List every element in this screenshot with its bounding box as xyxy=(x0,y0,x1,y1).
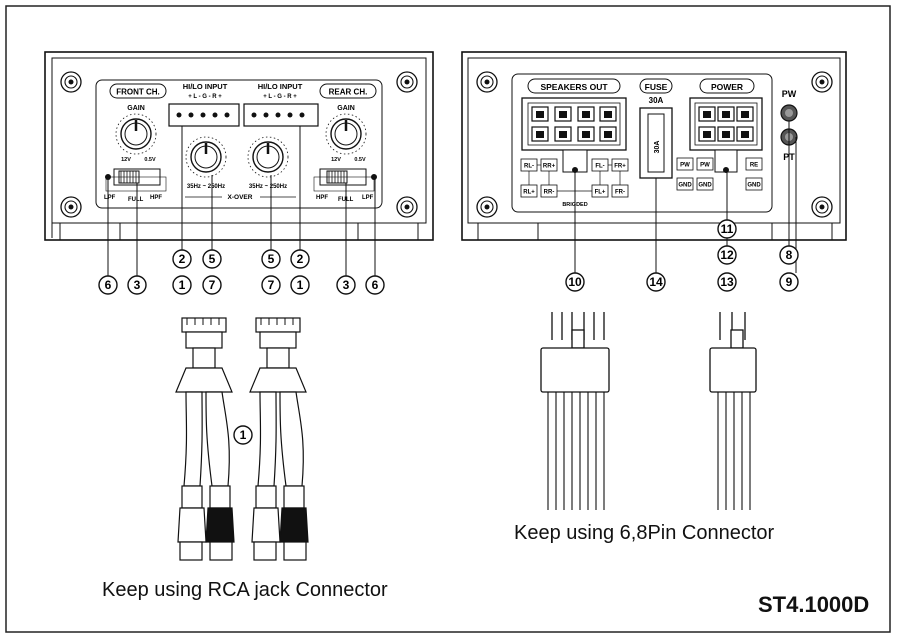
freq-range-rear-label: 35Hz ~ 250Hz xyxy=(249,184,287,190)
pwr-pw2: PW xyxy=(700,163,710,169)
fuse-label: FUSE xyxy=(645,82,668,92)
eight-pin-connector xyxy=(540,312,610,510)
callout-13: 13 xyxy=(720,275,734,289)
hilo-input-left-label: HI/LO INPUT xyxy=(183,82,228,91)
screw-icon xyxy=(396,71,418,93)
page-frame xyxy=(5,5,891,633)
rca-cable-left xyxy=(175,317,235,561)
rear-hpf-label: HPF xyxy=(316,195,328,201)
callout-12: 12 xyxy=(720,248,734,262)
model-caption: ST4.1000D xyxy=(758,592,870,617)
callout-7: 7 xyxy=(268,278,275,292)
xover-front-knob-icon[interactable] xyxy=(184,135,228,179)
hilo-input-right-connector[interactable] xyxy=(243,103,319,127)
spk-fl-minus: FL- xyxy=(595,164,604,170)
hilo-input-right-label: HI/LO INPUT xyxy=(258,82,303,91)
rear-panel: SPEAKERS OUT RL- RR+ RL+ RR- FL- FR+ FL+… xyxy=(461,51,847,241)
pwr-gnd2: GND xyxy=(698,183,712,189)
front-ch-label: FRONT CH. xyxy=(116,88,160,97)
callout-2: 2 xyxy=(179,252,186,266)
gain-knob-icon[interactable] xyxy=(114,112,158,156)
speakers-out-label: SPEAKERS OUT xyxy=(540,82,608,92)
pwr-re: RE xyxy=(750,163,758,169)
screw-icon xyxy=(396,196,418,218)
front-leader-lines xyxy=(107,126,376,276)
spk-rr-plus: RR+ xyxy=(543,164,556,170)
screw-icon xyxy=(811,196,833,218)
gain-min-label: 12V xyxy=(121,157,131,163)
callout-7: 7 xyxy=(209,278,216,292)
pwr-gnd1: GND xyxy=(678,183,692,189)
callout-5: 5 xyxy=(268,252,275,266)
callout-5: 5 xyxy=(209,252,216,266)
callout-11: 11 xyxy=(721,222,734,236)
xover-label: X-OVER xyxy=(228,194,253,201)
callout-14: 14 xyxy=(649,275,663,289)
callout-1: 1 xyxy=(179,278,186,292)
pwr-pw1: PW xyxy=(680,163,690,169)
spk-rr-minus: RR- xyxy=(544,190,555,196)
pin-caption: Keep using 6,8Pin Connector xyxy=(514,522,775,544)
hilo-pins-left-label: + L - G - R + xyxy=(188,94,222,100)
callout-10: 10 xyxy=(568,275,582,289)
gain-label: GAIN xyxy=(127,105,145,112)
screw-icon xyxy=(476,71,498,93)
speakers-out-connector[interactable] xyxy=(521,97,627,151)
front-hpf-label: HPF xyxy=(150,195,162,201)
callout-1: 1 xyxy=(297,278,304,292)
rca-caption: Keep using RCA jack Connector xyxy=(102,579,388,601)
rca-cable-right xyxy=(249,317,309,561)
freq-range-front-label: 35Hz ~ 250Hz xyxy=(187,184,225,190)
rear-gain-max-label: 0.5V xyxy=(354,157,366,163)
rear-gain-min-label: 12V xyxy=(331,157,341,163)
hilo-pins-right-label: + L - G - R + xyxy=(263,94,297,100)
callout-8: 8 xyxy=(786,248,793,262)
gain-max-label: 0.5V xyxy=(144,157,156,163)
power-connector[interactable] xyxy=(689,97,763,151)
callout-2: 2 xyxy=(297,252,304,266)
spk-rl-minus: RL- xyxy=(524,164,534,170)
callout-3: 3 xyxy=(343,278,350,292)
front-full-label: FULL xyxy=(128,197,144,203)
callout-6: 6 xyxy=(372,278,379,292)
fuse-body-label: 30A xyxy=(654,141,661,154)
rear-lpf-label: LPF xyxy=(362,195,374,201)
rear-gain-knob-icon[interactable] xyxy=(324,112,368,156)
front-callouts: 6 3 2 1 5 7 5 7 2 1 3 6 xyxy=(98,249,385,295)
screw-icon xyxy=(476,196,498,218)
spk-fr-plus: FR+ xyxy=(614,164,626,170)
screw-icon xyxy=(60,196,82,218)
front-panel: FRONT CH. GAIN 12V 0.5V LPF FULL HPF HI/… xyxy=(44,51,434,241)
pwr-gnd3: GND xyxy=(747,183,761,189)
rear-ch-label: REAR CH. xyxy=(329,88,368,97)
spk-fl-plus: FL+ xyxy=(595,190,606,196)
power-label: POWER xyxy=(711,82,743,92)
callout-3: 3 xyxy=(134,278,141,292)
pw-led-label: PW xyxy=(782,89,797,99)
callout-6: 6 xyxy=(105,278,112,292)
rear-callouts: 10 14 11 12 13 8 9 xyxy=(565,219,799,292)
screw-icon xyxy=(60,71,82,93)
rear-gain-label: GAIN xyxy=(337,105,355,112)
callout-cable-1: 1 xyxy=(240,428,247,442)
callout-9: 9 xyxy=(786,275,793,289)
spk-rl-plus: RL+ xyxy=(523,190,535,196)
spk-fr-minus: FR- xyxy=(615,190,625,196)
xover-rear-knob-icon[interactable] xyxy=(246,135,290,179)
fuse-rating-label: 30A xyxy=(649,96,664,105)
six-pin-connector xyxy=(709,312,757,510)
front-lpf-label: LPF xyxy=(104,195,116,201)
screw-icon xyxy=(811,71,833,93)
